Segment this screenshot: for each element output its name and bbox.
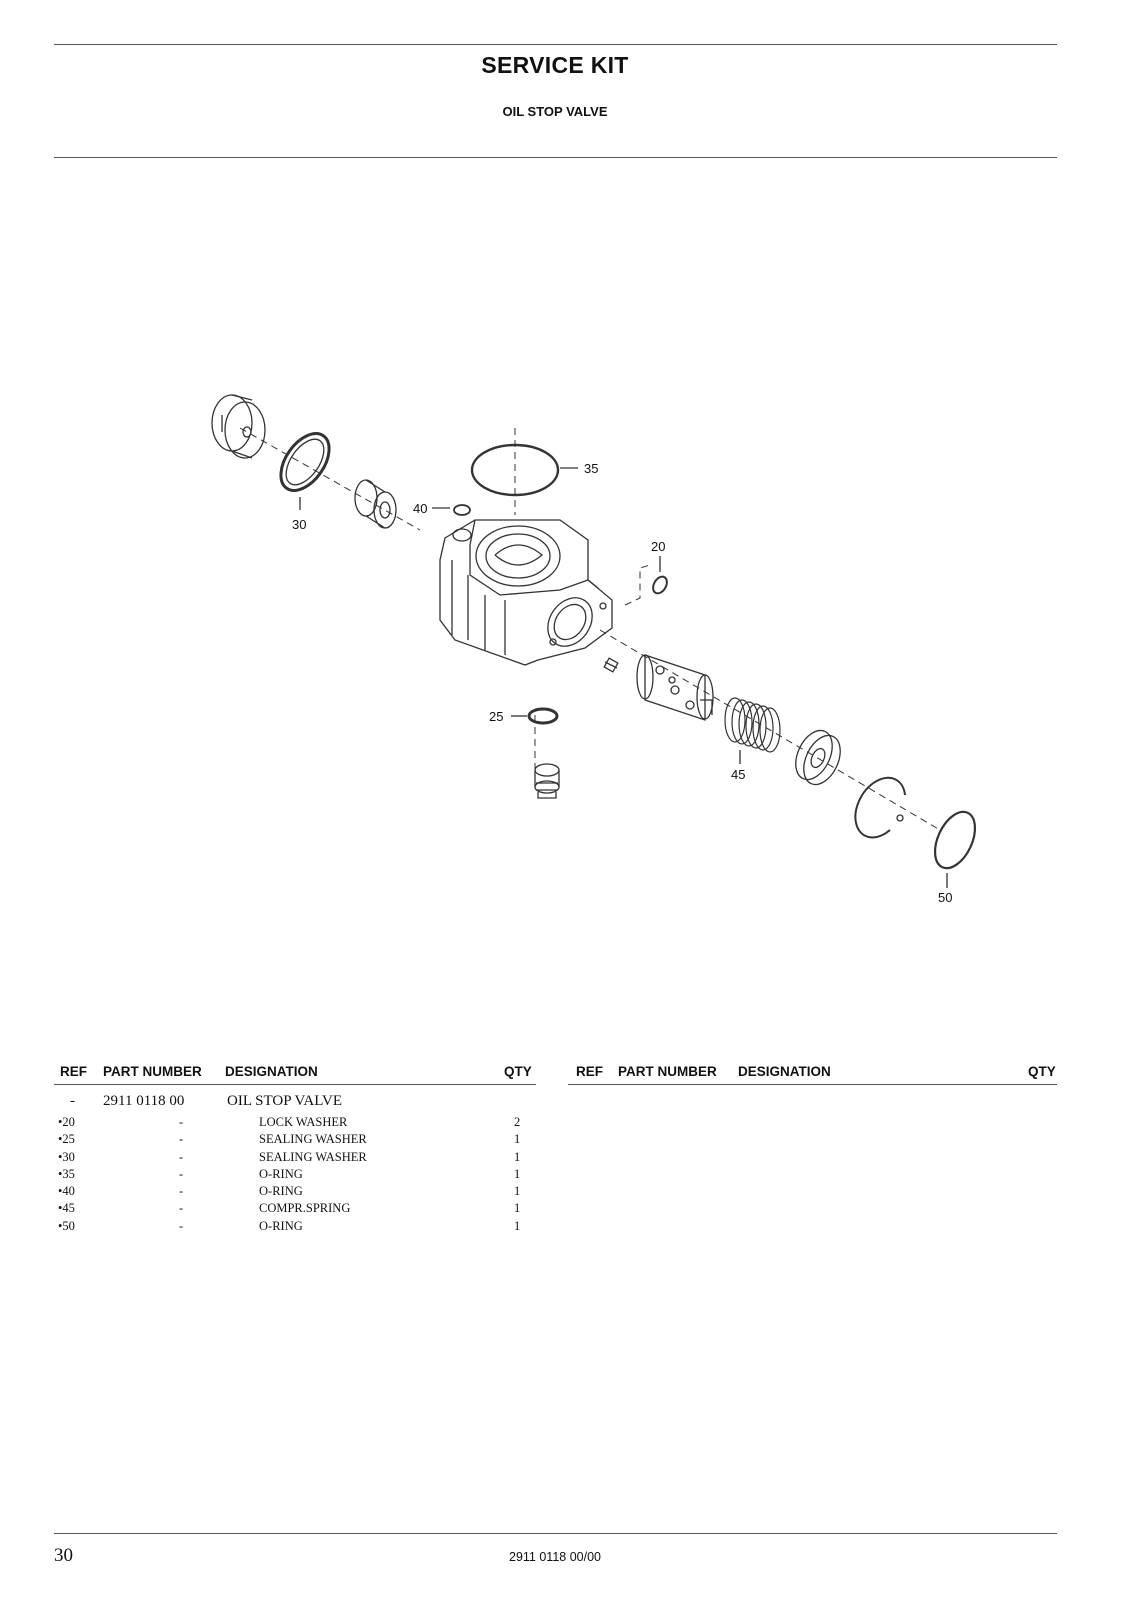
cell-designation: SEALING WASHER	[259, 1132, 367, 1147]
valve-body-part	[439, 519, 613, 666]
callout-50: 50	[938, 890, 952, 905]
callout-45: 45	[731, 767, 745, 782]
cell-ref: •30	[58, 1149, 75, 1164]
cell-part-number: -	[179, 1201, 184, 1216]
page-title: SERVICE KIT	[481, 52, 629, 78]
col-ref: REF	[60, 1064, 87, 1079]
table-row-main: - 2911 0118 00 OIL STOP VALVE	[54, 1093, 536, 1115]
cell-ref: •50	[58, 1218, 75, 1233]
cell-qty: 1	[514, 1184, 521, 1199]
col-part-number: PART NUMBER	[618, 1064, 717, 1079]
piston-part	[636, 654, 714, 721]
o-ring-40	[453, 504, 471, 516]
page-number: 30	[54, 1545, 73, 1566]
cell-part-number: -	[179, 1132, 184, 1147]
table-header-right: REF PART NUMBER DESIGNATION QTY	[568, 1062, 1057, 1085]
cell-ref: -	[70, 1093, 75, 1109]
header-rule	[54, 157, 1057, 158]
callout-20: 20	[651, 539, 665, 554]
col-designation: DESIGNATION	[738, 1064, 831, 1079]
axis-line-washer20	[624, 564, 651, 606]
cell-ref: •25	[58, 1132, 75, 1147]
end-cap-part	[211, 394, 266, 459]
sealing-washer-25	[527, 707, 559, 725]
top-rule	[54, 44, 1057, 45]
sealing-washer-30	[279, 432, 331, 492]
cell-qty: 2	[514, 1115, 521, 1129]
exploded-parts-diagram: 35 40 30 20 25 45 50	[211, 394, 977, 905]
cell-part-number: -	[179, 1115, 184, 1129]
cell-qty: 1	[514, 1149, 521, 1164]
cell-designation: OIL STOP VALVE	[227, 1093, 343, 1109]
table-row: •25 - SEALING WASHER 1	[54, 1132, 536, 1149]
spring-seat-part	[795, 729, 841, 786]
cell-ref: •40	[58, 1184, 75, 1199]
cell-designation: COMPR.SPRING	[259, 1201, 351, 1216]
cell-designation: O-RING	[259, 1218, 303, 1233]
plug-part	[534, 763, 560, 799]
page-subtitle: OIL STOP VALVE	[502, 104, 608, 119]
cell-qty: 1	[514, 1132, 521, 1147]
table-header-left: REF PART NUMBER DESIGNATION QTY	[54, 1062, 536, 1085]
axis-line-left	[239, 427, 421, 531]
col-ref: REF	[576, 1064, 603, 1079]
cell-ref: •35	[58, 1166, 75, 1181]
cell-ref: •45	[58, 1201, 75, 1216]
table-row: •45 - COMPR.SPRING 1	[54, 1201, 536, 1218]
o-ring-50	[933, 810, 977, 870]
col-qty: QTY	[504, 1064, 532, 1079]
callout-25: 25	[489, 709, 503, 724]
callout-40: 40	[413, 501, 427, 516]
small-screw-part	[603, 657, 619, 673]
table-row: •50 - O-RING 1	[54, 1219, 536, 1236]
table-rows: - 2911 0118 00 OIL STOP VALVE •20 - LOCK W…	[54, 1093, 536, 1236]
document-code: 2911 0118 00/00	[509, 1550, 601, 1564]
cell-qty: 1	[514, 1218, 521, 1233]
cell-designation: O-RING	[259, 1166, 303, 1181]
circlip-part	[854, 776, 906, 839]
compression-spring-45	[724, 697, 781, 753]
axis-line-right	[599, 629, 941, 831]
col-designation: DESIGNATION	[225, 1064, 318, 1079]
footer-rule	[54, 1533, 1057, 1534]
lock-washer-20	[652, 575, 668, 595]
bushing-part	[354, 479, 397, 529]
parts-table-right: REF PART NUMBER DESIGNATION QTY	[568, 1062, 1057, 1085]
cell-designation: O-RING	[259, 1184, 303, 1199]
table-row: •30 - SEALING WASHER 1	[54, 1150, 536, 1167]
callout-30: 30	[292, 517, 306, 532]
o-ring-35	[470, 443, 560, 497]
table-row: •20 - LOCK WASHER 2	[54, 1115, 536, 1132]
cell-part-number: -	[179, 1184, 184, 1199]
cell-part-number: -	[179, 1149, 184, 1164]
cell-part-number: -	[179, 1218, 184, 1233]
cell-part-number: 2911 0118 00	[103, 1093, 185, 1109]
callout-35: 35	[584, 461, 598, 476]
cell-designation: LOCK WASHER	[259, 1115, 348, 1129]
cell-ref: •20	[58, 1115, 75, 1129]
cell-qty: 1	[514, 1201, 521, 1216]
col-part-number: PART NUMBER	[103, 1064, 202, 1079]
cell-qty: 1	[514, 1166, 521, 1181]
col-qty: QTY	[1028, 1064, 1056, 1079]
table-row: •40 - O-RING 1	[54, 1184, 536, 1201]
parts-table-left: REF PART NUMBER DESIGNATION QTY - 2911 0…	[54, 1062, 536, 1236]
cell-part-number: -	[179, 1166, 184, 1181]
cell-designation: SEALING WASHER	[259, 1149, 367, 1164]
table-row: •35 - O-RING 1	[54, 1167, 536, 1184]
